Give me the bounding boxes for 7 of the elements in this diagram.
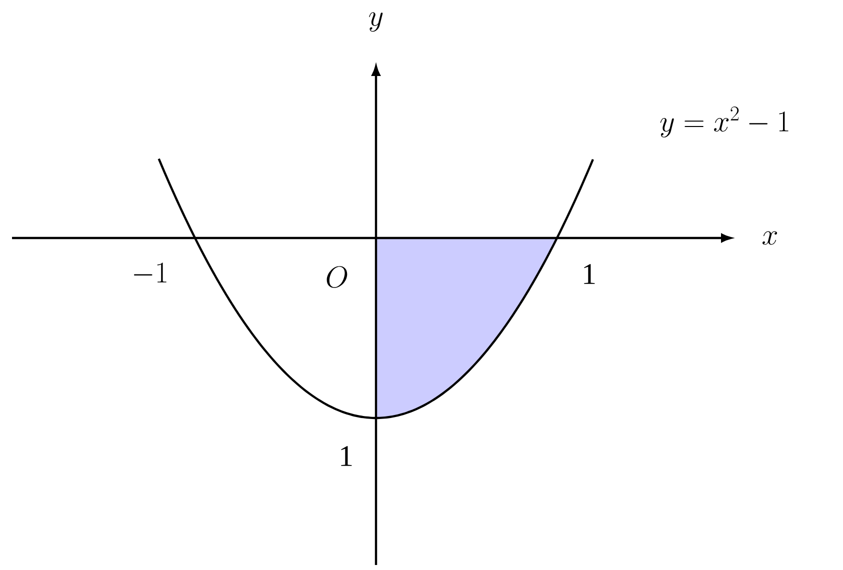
tick-label: $-1$ <box>134 262 166 282</box>
origin-label: $O$ <box>326 266 348 288</box>
tick-label: 1 <box>341 446 352 466</box>
curve-label: $y = x^2 - 1$ <box>660 106 788 138</box>
tick-label: 1 <box>584 264 595 284</box>
axis-label: $x$ <box>762 231 778 245</box>
axis-label: $y$ <box>369 12 383 32</box>
